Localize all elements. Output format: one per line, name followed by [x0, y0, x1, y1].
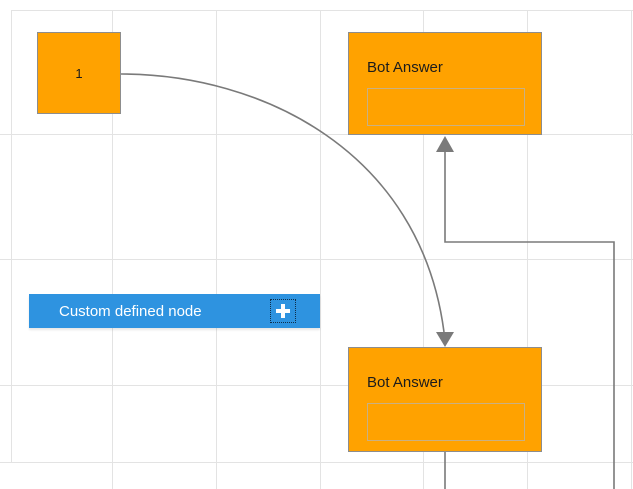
- add-node-button[interactable]: [270, 299, 296, 323]
- plus-icon: [276, 304, 290, 318]
- node-bot-answer-bottom-slot[interactable]: [367, 403, 525, 441]
- arrowhead-up-icon: [436, 136, 454, 152]
- node-1[interactable]: 1: [37, 32, 121, 114]
- node-bot-answer-bottom[interactable]: Bot Answer: [348, 347, 542, 452]
- edge-node1-to-bot-answer-bottom[interactable]: [120, 73, 445, 333]
- node-1-label: 1: [75, 65, 83, 81]
- custom-defined-node-item[interactable]: Custom defined node: [29, 294, 320, 328]
- custom-defined-node-label: Custom defined node: [59, 302, 202, 320]
- edge-loop-to-bot-answer-top[interactable]: [444, 152, 615, 489]
- node-bot-answer-top-title: Bot Answer: [367, 59, 443, 76]
- node-bot-answer-top[interactable]: Bot Answer: [348, 32, 542, 135]
- arrowhead-down-icon: [436, 332, 454, 347]
- node-bot-answer-top-slot[interactable]: [367, 88, 525, 126]
- node-bot-answer-bottom-title: Bot Answer: [367, 374, 443, 391]
